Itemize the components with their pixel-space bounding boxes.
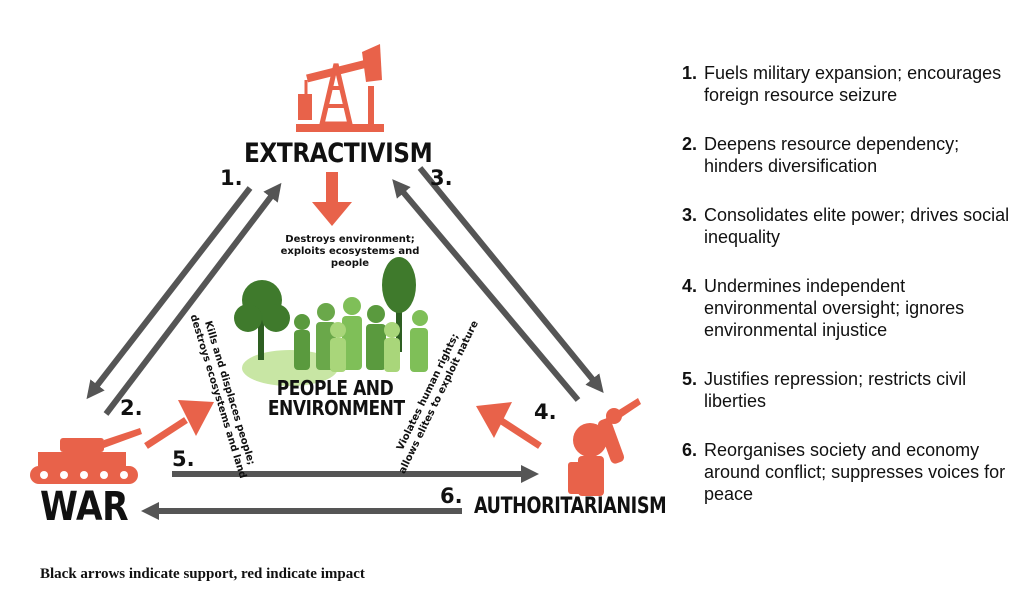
legend-item: 5. Justifies repression; restricts civil… [682,368,1012,412]
impact-arrow-extractivism [312,172,352,226]
legend-text: Fuels military expansion; encourages for… [704,63,1002,105]
arrow-number-2: 2. [120,396,143,420]
support-arrow-4 [417,166,604,393]
support-arrow-1 [86,186,253,400]
legend-number: 3. [682,205,698,225]
footnote: Black arrows indicate support, red indic… [40,566,365,582]
war-label: WAR [40,484,129,530]
legend: 1. Fuels military expansion; encourages … [682,62,1012,532]
legend-number: 4. [682,276,698,296]
legend-item: 4. Undermines independent environmental … [682,275,1012,341]
impact-extractivism-line2: exploits ecosystems and people [280,246,420,269]
legend-item: 3. Consolidates elite power; drives soci… [682,204,1012,248]
legend-text: Undermines independent environmental ove… [704,276,965,340]
tank-icon [30,428,142,484]
legend-text: Consolidates elite power; drives social … [704,205,1010,247]
support-arrow-3 [392,179,581,402]
legend-number: 1. [682,63,698,83]
legend-item: 2. Deepens resource dependency; hinders … [682,133,1012,177]
arrow-number-1: 1. [220,166,243,190]
impact-arrow-authoritarianism [476,402,542,449]
arrow-number-4: 4. [534,400,557,424]
support-arrow-2 [103,182,282,416]
authoritarianism-label: AUTHORITARIANISM [474,494,667,519]
legend-number: 5. [682,369,698,389]
impact-arrow-war [144,400,214,449]
people-environment-label: PEOPLE AND ENVIRONMENT [267,376,405,420]
impact-arrows [144,172,542,449]
impact-extractivism-line1: Destroys environment; [285,234,415,245]
impact-text-extractivism: Destroys environment; exploits ecosystem… [260,234,440,270]
legend-item: 1. Fuels military expansion; encourages … [682,62,1012,106]
people-trees-icon [234,257,428,386]
arrow-number-6: 6. [440,484,463,508]
people-label-line2: ENVIRONMENT [267,396,405,420]
extractivism-label: EXTRACTIVISM [244,138,433,169]
legend-text: Reorganises society and economy around c… [704,440,1006,504]
soldier-icon [568,398,641,496]
legend-text: Justifies repression; restricts civil li… [704,369,967,411]
support-arrows [86,166,604,520]
oil-pump-icon [296,44,384,132]
legend-item: 6. Reorganises society and economy aroun… [682,439,1012,505]
arrow-number-5: 5. [172,447,195,471]
legend-number: 2. [682,134,698,154]
arrow-number-3: 3. [430,166,453,190]
people-label-line1: PEOPLE AND [276,376,394,400]
legend-text: Deepens resource dependency; hinders div… [704,134,960,176]
legend-number: 6. [682,440,698,460]
